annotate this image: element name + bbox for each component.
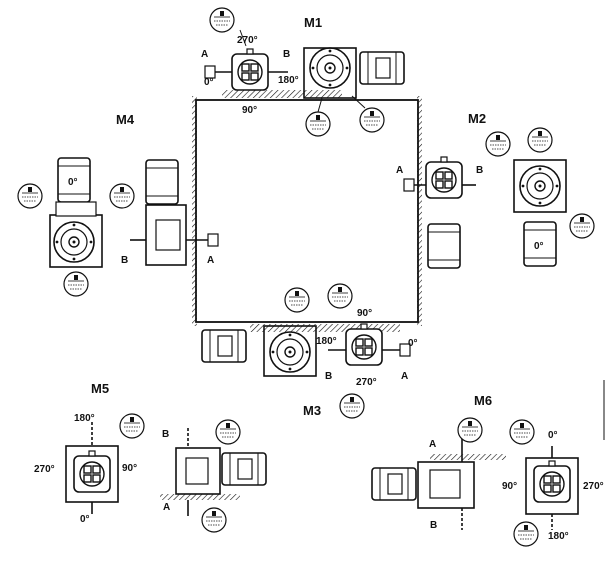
m2-letter-b: B: [476, 165, 484, 176]
m1-letter-a: A: [201, 49, 209, 60]
label-m6: M6: [474, 393, 493, 408]
m2-letter-a: A: [396, 165, 404, 176]
m3-letter-a: A: [401, 371, 409, 382]
m4-letter-b: B: [121, 255, 129, 266]
m1-angle-0: 0°: [204, 77, 214, 88]
label-m4: M4: [116, 112, 135, 127]
m2-motor-0: 0°: [534, 241, 544, 252]
m5-letter-b: B: [162, 429, 170, 440]
m6-letter-a: A: [429, 439, 437, 450]
label-m2: M2: [468, 111, 487, 126]
m4-motor-0: 0°: [68, 177, 78, 188]
m3-angle-90: 90°: [357, 308, 373, 319]
m5-angle-0: 0°: [80, 514, 90, 525]
m3-letter-b: B: [325, 371, 333, 382]
m3-angle-270: 270°: [356, 377, 377, 388]
label-m1: M1: [304, 15, 323, 30]
m6-angle-270: 270°: [583, 481, 604, 492]
m4-letter-a: A: [207, 255, 215, 266]
label-m3: M3: [303, 403, 322, 418]
label-m5: M5: [91, 381, 110, 396]
m5-angle-180: 180°: [74, 413, 95, 424]
m3-angle-0: 0°: [408, 338, 418, 349]
m1-angle-90: 90°: [242, 105, 258, 116]
m1-letter-b: B: [283, 49, 291, 60]
m6-angle-0: 0°: [548, 430, 558, 441]
m6-angle-180: 180°: [548, 531, 569, 542]
m5-letter-a: A: [163, 502, 171, 513]
m1-angle-180: 180°: [278, 75, 299, 86]
m6-letter-b: B: [430, 520, 438, 531]
m5-angle-90: 90°: [122, 463, 138, 474]
m6-angle-90: 90°: [502, 481, 518, 492]
m1-angle-270: 270°: [237, 35, 258, 46]
m3-angle-180: 180°: [316, 336, 337, 347]
m5-angle-270: 270°: [34, 464, 55, 475]
